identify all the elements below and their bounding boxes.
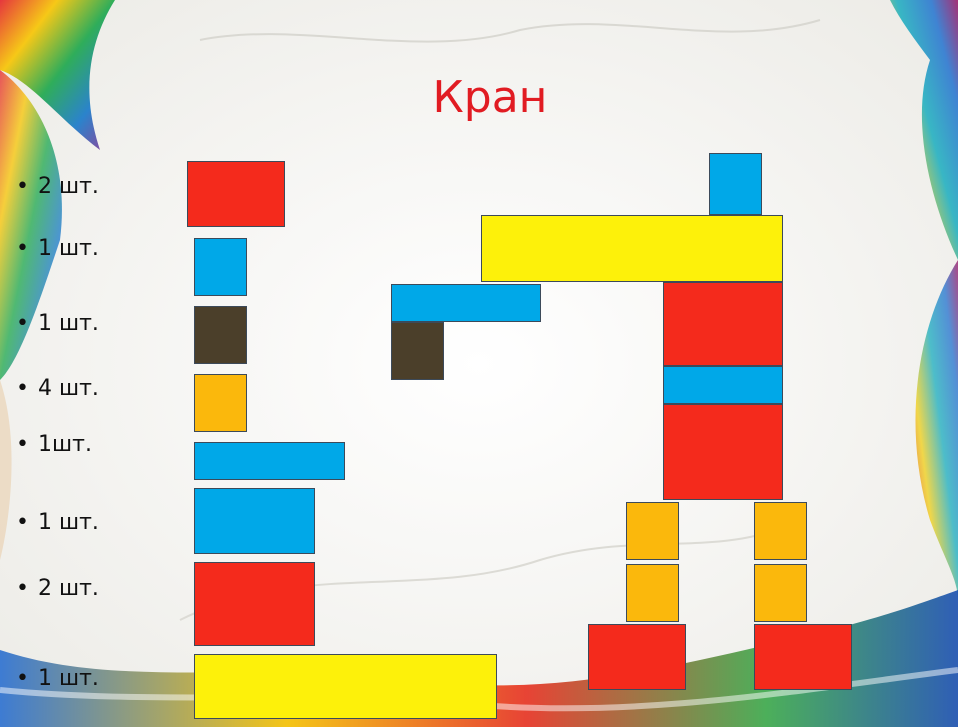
bullet-glyph: • [16,432,38,457]
part-block-yellow-plank [194,654,497,719]
bullet-glyph: • [16,311,38,336]
part-count-text: 1 шт. [38,666,99,691]
crane-top-cube [709,153,762,215]
part-count-text: 1шт. [38,432,92,457]
crane-body-upper [663,282,783,366]
part-count-3: •1 шт. [16,311,99,336]
crane-leg-right-bottom [754,564,807,622]
bullet-glyph: • [16,576,38,601]
crane-foot-left [588,624,686,690]
part-count-4: •4 шт. [16,376,99,401]
slide-title: Кран [400,72,580,123]
part-count-text: 4 шт. [38,376,99,401]
part-count-text: 1 шт. [38,311,99,336]
part-block-dark-cube [194,306,247,364]
crane-boom [481,215,783,282]
part-count-text: 1 шт. [38,236,99,261]
part-block-red-brick [187,161,285,227]
part-count-1: •2 шт. [16,174,99,199]
crane-leg-left-top [626,502,679,560]
crane-hook-block [391,322,444,380]
crane-leg-right-top [754,502,807,560]
part-count-5: •1шт. [16,432,92,457]
crane-leg-left-bottom [626,564,679,622]
part-count-7: •2 шт. [16,576,99,601]
bullet-glyph: • [16,236,38,261]
part-block-blue-cube [194,238,247,296]
part-block-red-large [194,562,315,646]
bullet-glyph: • [16,376,38,401]
crane-foot-right [754,624,852,690]
part-block-blue-brick [194,488,315,554]
part-block-orange-cube [194,374,247,432]
part-block-blue-bar [194,442,345,480]
part-count-text: 1 шт. [38,510,99,535]
part-count-8: •1 шт. [16,666,99,691]
part-count-6: •1 шт. [16,510,99,535]
bullet-glyph: • [16,666,38,691]
part-count-text: 2 шт. [38,174,99,199]
crane-body-lower [663,404,783,500]
bullet-glyph: • [16,174,38,199]
part-count-2: •1 шт. [16,236,99,261]
crane-jib [391,284,541,322]
bullet-glyph: • [16,510,38,535]
crane-body-band [663,366,783,404]
part-count-text: 2 шт. [38,576,99,601]
